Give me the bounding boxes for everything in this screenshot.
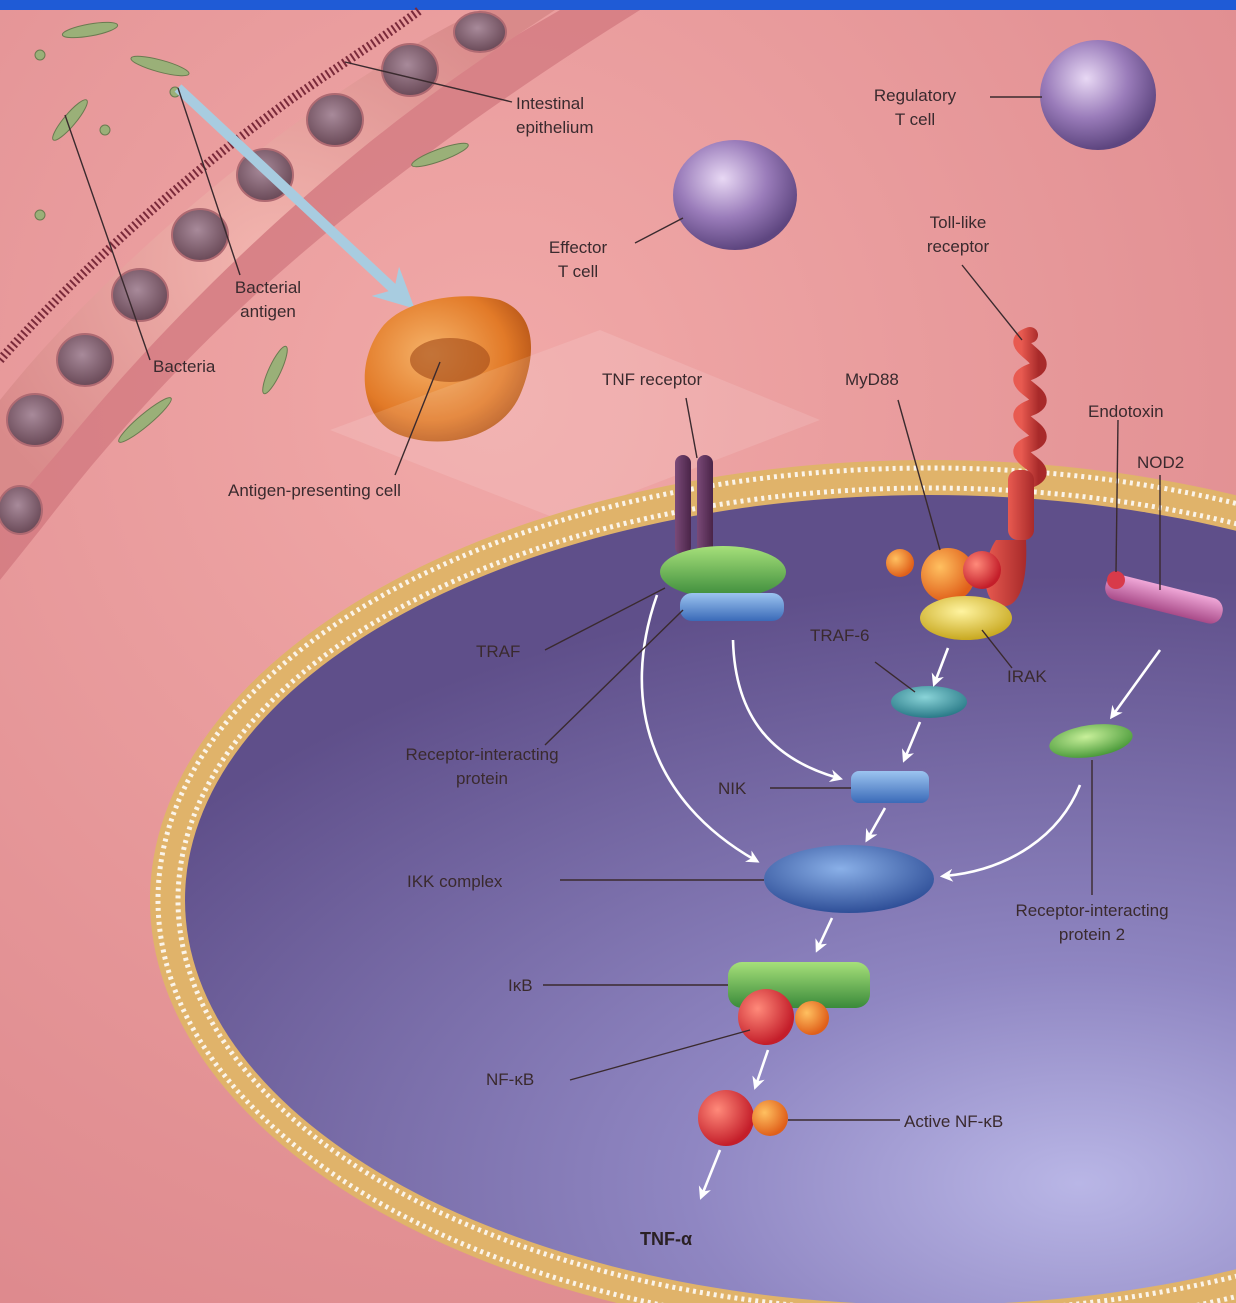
- rip-protein: [680, 593, 784, 621]
- label-traf: TRAF: [476, 642, 520, 661]
- label-tnf-receptor: TNF receptor: [602, 370, 702, 389]
- label-nod2: NOD2: [1137, 453, 1184, 472]
- label-bacteria: Bacteria: [153, 357, 216, 376]
- label-antigen-presenting-cell: Antigen-presenting cell: [228, 481, 401, 500]
- label-ikk-complex: IKK complex: [407, 872, 503, 891]
- label-active-nfkb: Active NF-κB: [904, 1112, 1003, 1131]
- label-irak: IRAK: [1007, 667, 1047, 686]
- endotoxin-molecule: [1107, 571, 1125, 589]
- effector-t-cell: [673, 140, 797, 250]
- irak-protein: [920, 596, 1012, 640]
- traf6-protein: [891, 686, 967, 718]
- label-nfkb: NF-κB: [486, 1070, 534, 1089]
- nik-protein: [851, 771, 929, 803]
- regulatory-t-cell: [1040, 40, 1156, 150]
- ikk-complex: [764, 845, 934, 913]
- label-myd88: MyD88: [845, 370, 899, 389]
- traf-protein: [660, 546, 786, 598]
- label-endotoxin: Endotoxin: [1088, 402, 1164, 421]
- label-tnf-alpha: TNF-α: [640, 1229, 692, 1249]
- label-traf6: TRAF-6: [810, 626, 870, 645]
- label-ikb: IκB: [508, 976, 533, 995]
- label-nik: NIK: [718, 779, 747, 798]
